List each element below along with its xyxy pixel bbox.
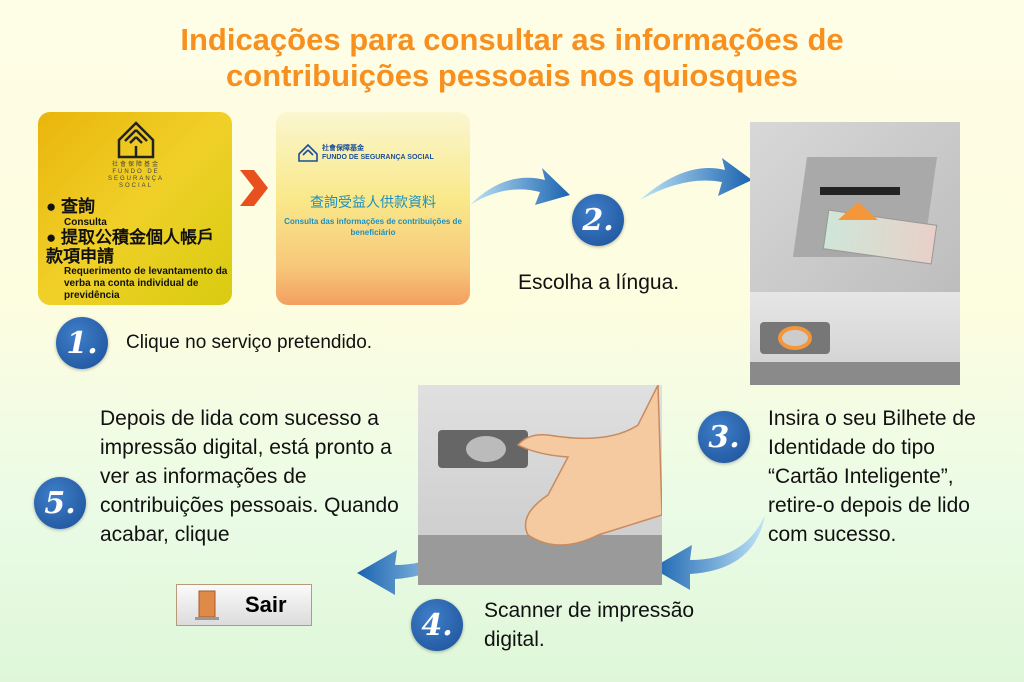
fingerprint-scanner — [760, 322, 830, 354]
hand-illustration — [516, 385, 662, 546]
page-title: Indicações para consultar as informações… — [0, 22, 1024, 94]
card-slot-photo — [750, 122, 960, 385]
step-2-text: Escolha a língua. — [518, 271, 680, 294]
step-1-text: Clique no serviço pretendido. — [126, 332, 373, 353]
service-option[interactable]: 查詢受益人供款資料 Consulta das informações de co… — [284, 194, 462, 237]
step-4-badge: 4. — [411, 599, 463, 651]
arrow-to-step-5 — [357, 520, 470, 595]
step-3-badge: 3. — [698, 411, 750, 463]
fss-logo-icon — [117, 121, 155, 159]
step-2-badge: 2. — [572, 194, 624, 246]
step-1-badge: 1. — [56, 317, 108, 369]
exit-button[interactable]: Sair — [176, 584, 312, 626]
arrow-to-step-3 — [640, 158, 752, 200]
step-4-text: Scanner de impressão digital. — [484, 599, 695, 651]
step-3-text: Insira o seu Bilhete de Identidade do ti… — [768, 407, 976, 546]
fss-logo-icon — [298, 144, 318, 162]
title-line-2: contribuições pessoais nos quiosques — [226, 58, 798, 93]
title-line-1: Indicações para consultar as informações… — [180, 22, 844, 57]
door-icon — [195, 590, 219, 620]
exit-button-label: Sair — [245, 592, 287, 617]
chevron-right-icon — [240, 170, 268, 206]
step-5-badge: 5. — [34, 477, 86, 529]
step-5-text: Depois de lida com sucesso a impressão d… — [100, 407, 399, 546]
fingerprint-scan-photo — [418, 385, 662, 585]
arrow-to-step-2 — [470, 168, 570, 205]
orange-arrow-icon — [838, 202, 878, 220]
arrow-to-step-4 — [652, 515, 765, 590]
